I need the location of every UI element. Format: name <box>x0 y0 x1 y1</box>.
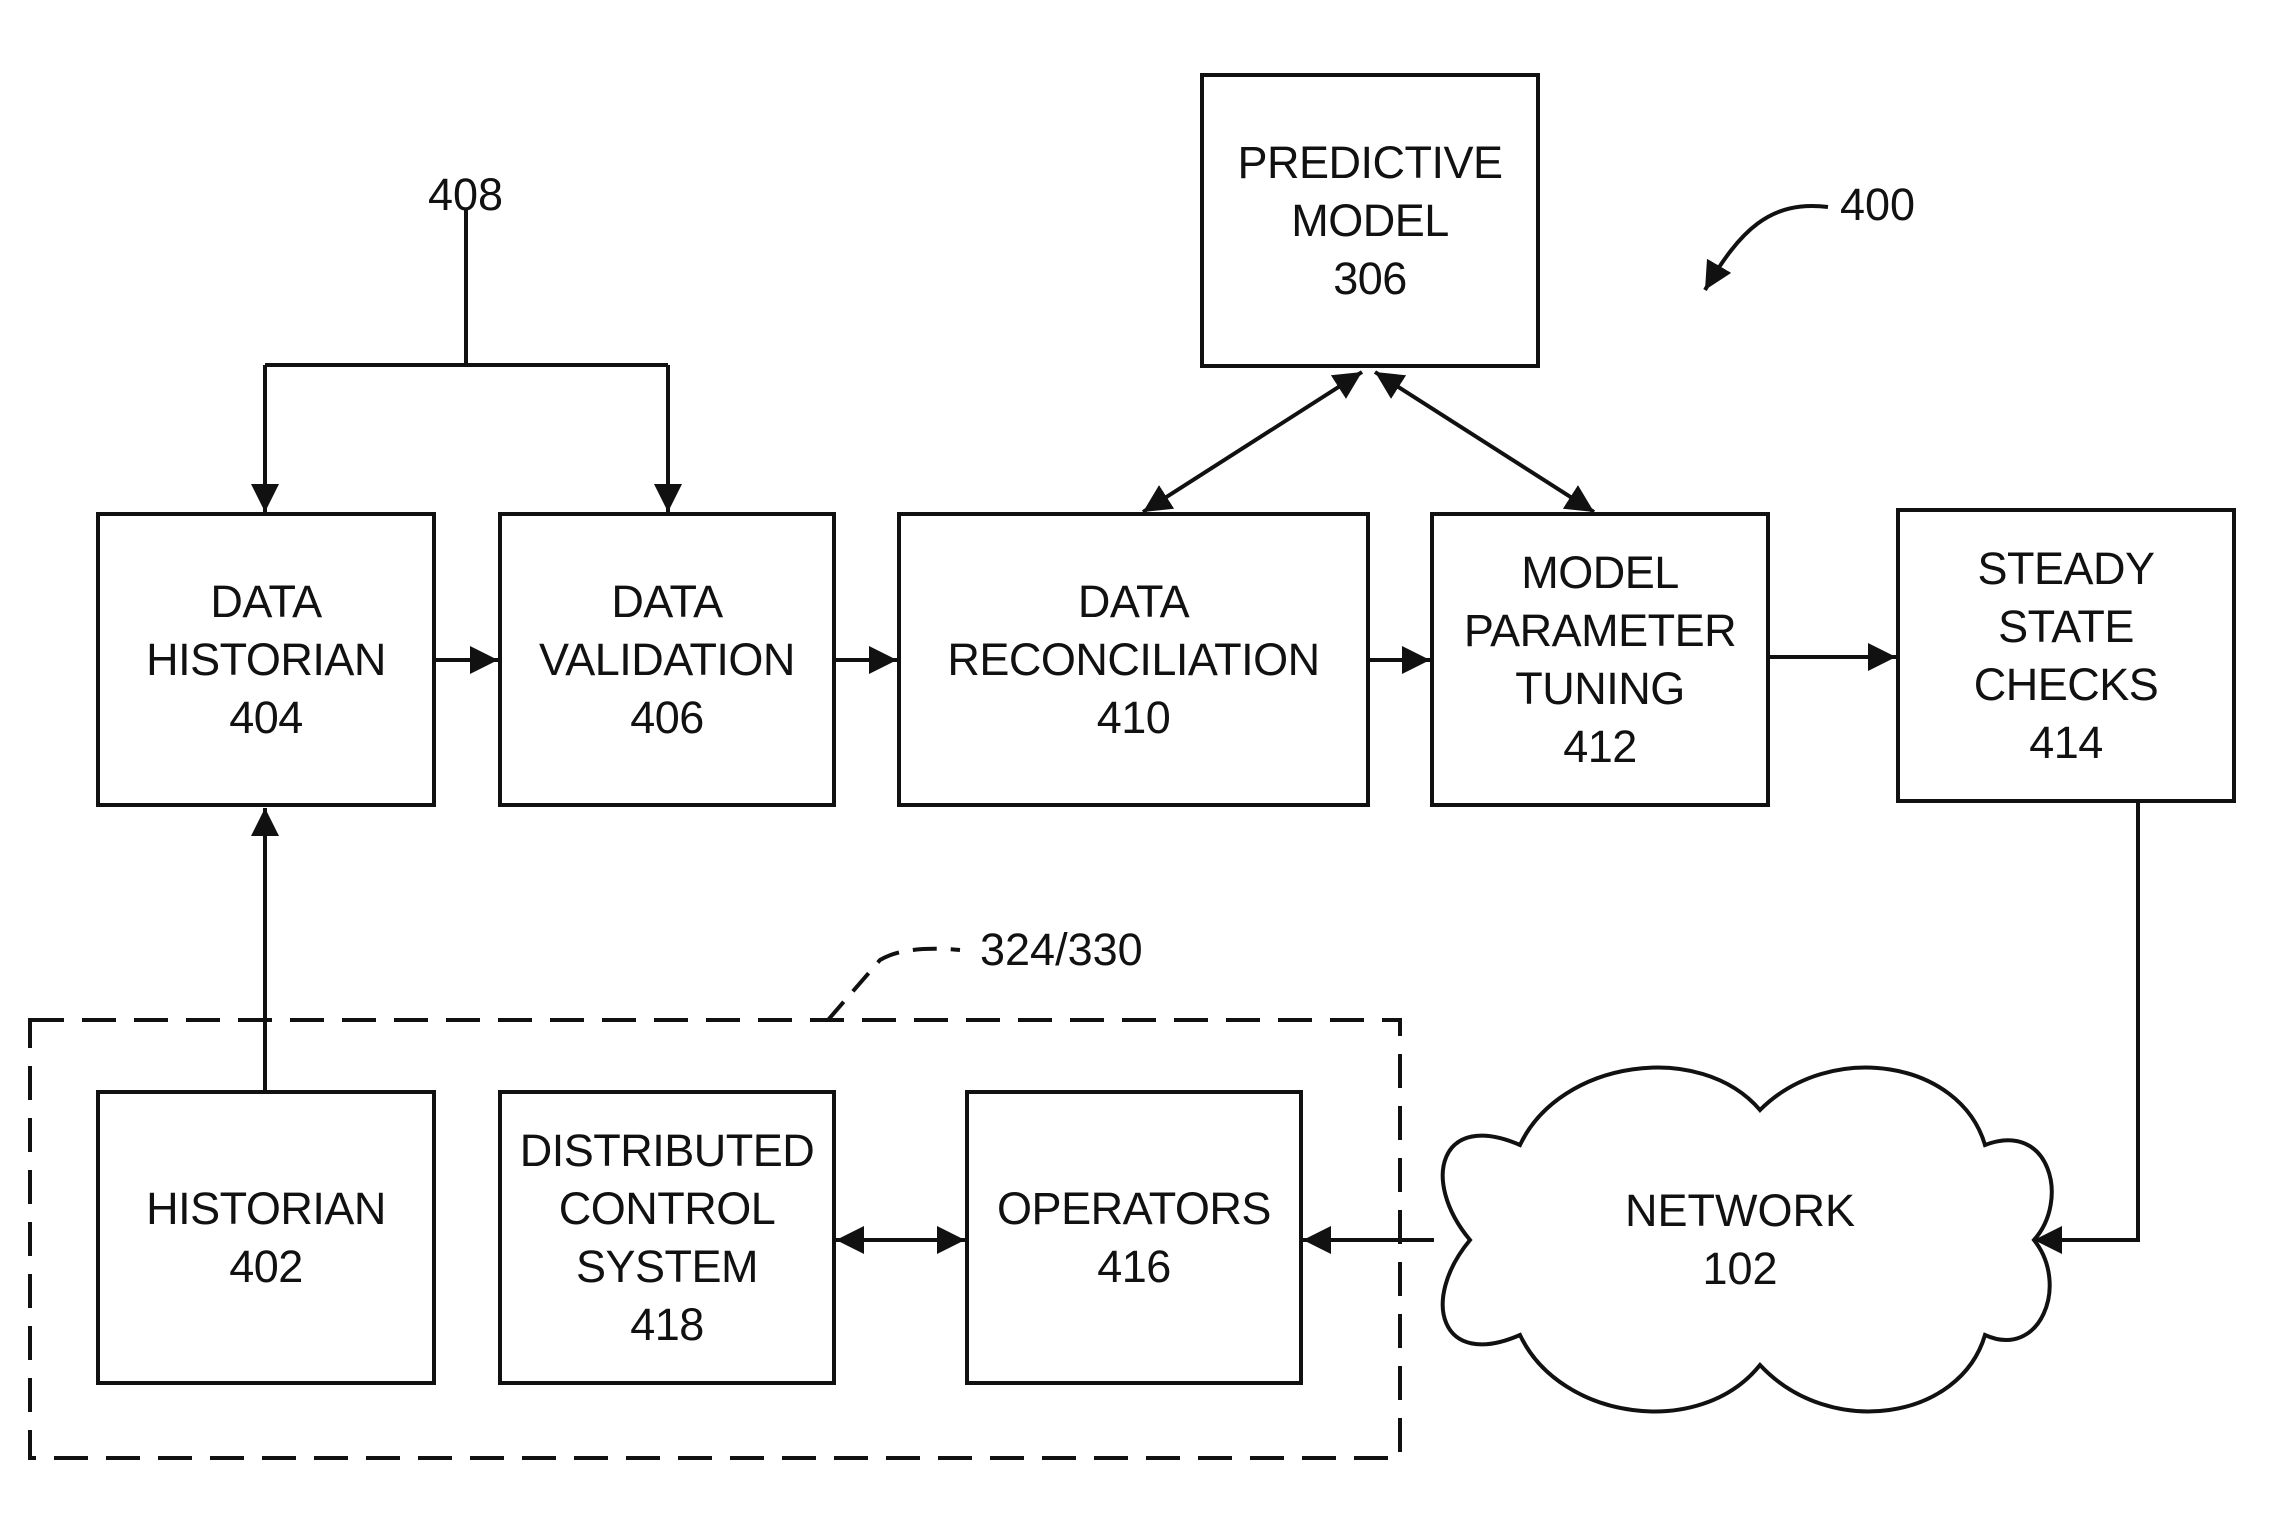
dashed-group-label: 324/330 <box>980 925 1143 975</box>
steady-state-checks-block: STEADY STATE CHECKS 414 <box>1896 508 2236 803</box>
data-historian-line1: DATA <box>210 573 321 631</box>
steady-state-number: 414 <box>2029 714 2103 772</box>
data-historian-number: 404 <box>229 689 303 747</box>
predictive-model-block: PREDICTIVE MODEL 306 <box>1200 73 1540 368</box>
arrow-predictive-tuning <box>1375 372 1594 512</box>
predictive-model-number: 306 <box>1333 250 1407 308</box>
predictive-model-line1: PREDICTIVE <box>1237 134 1502 192</box>
tuning-number: 412 <box>1563 718 1637 776</box>
steady-state-line3: CHECKS <box>1974 656 2159 714</box>
data-reconciliation-block: DATA RECONCILIATION 410 <box>897 512 1370 807</box>
dashed-group-leader <box>828 949 960 1020</box>
steady-state-line2: STATE <box>1998 598 2134 656</box>
model-parameter-tuning-block: MODEL PARAMETER TUNING 412 <box>1430 512 1770 807</box>
figure-400-arrow <box>1705 206 1828 290</box>
predictive-model-line2: MODEL <box>1291 192 1449 250</box>
data-historian-block: DATA HISTORIAN 404 <box>96 512 436 807</box>
network-number: 102 <box>1702 1240 1777 1298</box>
historian-number: 402 <box>229 1238 303 1296</box>
operators-number: 416 <box>1097 1238 1171 1296</box>
data-reconciliation-line2: RECONCILIATION <box>947 631 1319 689</box>
tuning-line3: TUNING <box>1515 660 1685 718</box>
historian-block: HISTORIAN 402 <box>96 1090 436 1385</box>
dcs-line1: DISTRIBUTED <box>520 1122 815 1180</box>
network-line1: NETWORK <box>1625 1182 1855 1240</box>
operators-line1: OPERATORS <box>997 1180 1271 1238</box>
data-reconciliation-number: 410 <box>1097 689 1171 747</box>
distributed-control-system-block: DISTRIBUTED CONTROL SYSTEM 418 <box>498 1090 836 1385</box>
tuning-line2: PARAMETER <box>1464 602 1736 660</box>
data-validation-number: 406 <box>630 689 704 747</box>
dcs-line3: SYSTEM <box>576 1238 758 1296</box>
tuning-line1: MODEL <box>1521 544 1679 602</box>
arrow-reconciliation-predictive <box>1143 372 1362 512</box>
network-label: NETWORK 102 <box>1560 1170 1920 1310</box>
data-validation-line1: DATA <box>611 573 722 631</box>
data-historian-line2: HISTORIAN <box>146 631 386 689</box>
bracket-408-label: 408 <box>428 170 503 220</box>
data-validation-block: DATA VALIDATION 406 <box>498 512 836 807</box>
steady-state-line1: STEADY <box>1977 540 2154 598</box>
data-validation-line2: VALIDATION <box>539 631 795 689</box>
figure-number-label: 400 <box>1840 180 1915 230</box>
dcs-line2: CONTROL <box>559 1180 776 1238</box>
operators-block: OPERATORS 416 <box>965 1090 1303 1385</box>
dcs-number: 418 <box>630 1296 704 1354</box>
data-reconciliation-line1: DATA <box>1078 573 1189 631</box>
historian-line1: HISTORIAN <box>146 1180 386 1238</box>
